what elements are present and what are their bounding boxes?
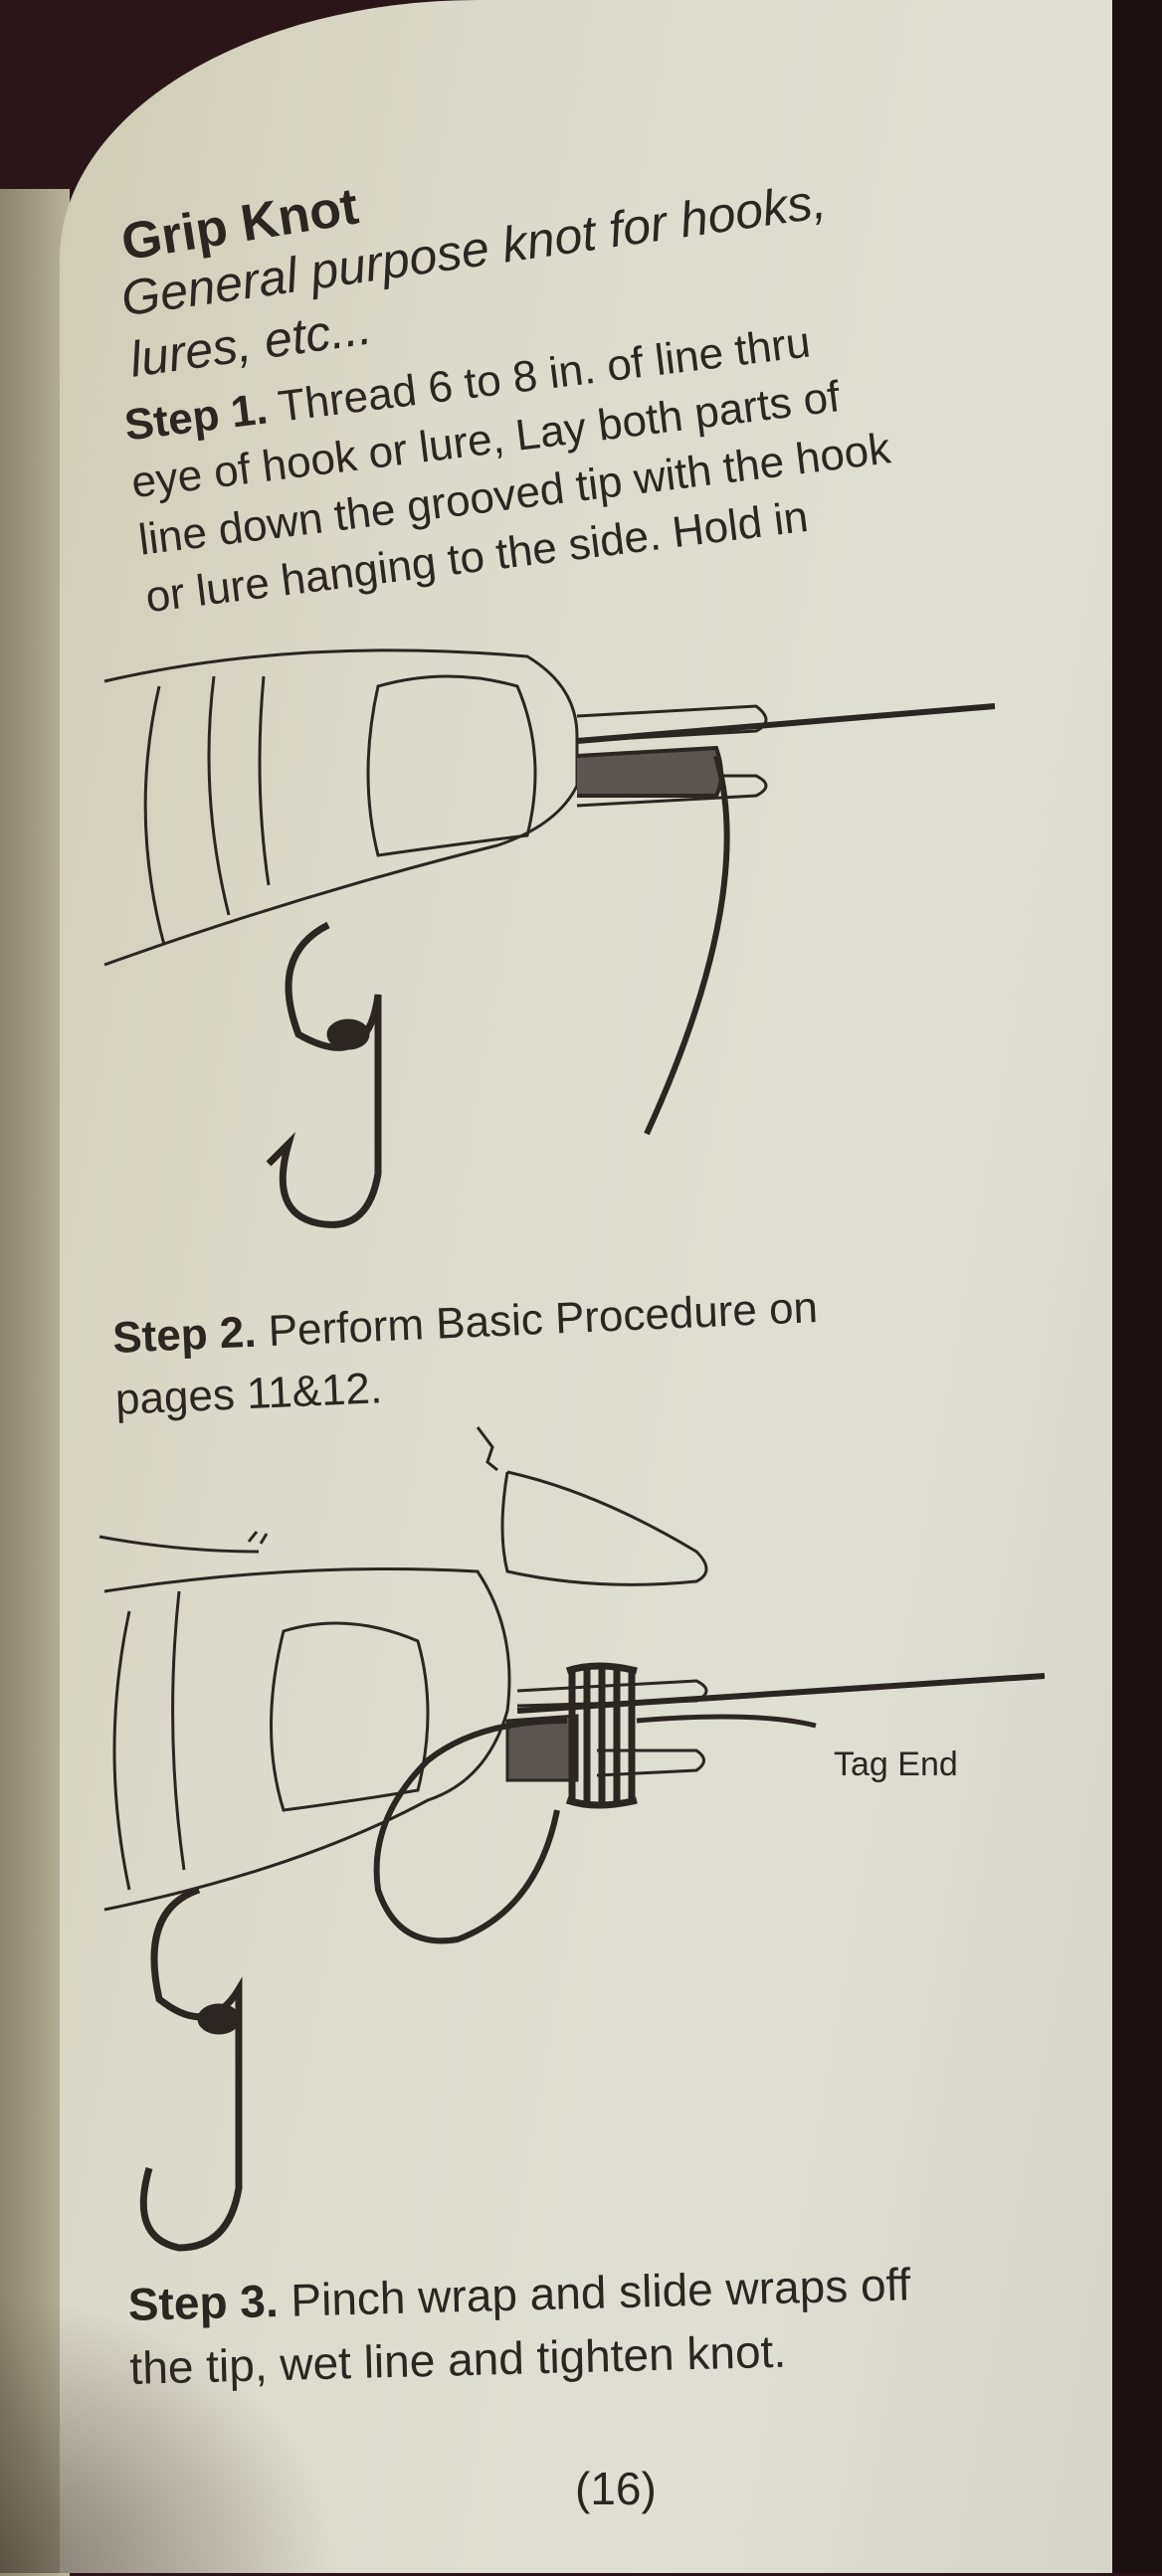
background-edge	[1112, 0, 1162, 2573]
line-wraps	[565, 1662, 638, 1809]
step-line: Pinch wrap and slide wraps off	[290, 2258, 911, 2326]
step-2-label: Step 2.	[111, 1307, 258, 1363]
page-number: (16)	[575, 2463, 657, 2514]
adjacent-page-edge	[0, 189, 70, 2576]
illustration-step-2	[98, 1426, 1046, 2252]
tag-end-label: Tag End	[834, 1746, 958, 1783]
illustration-step-1	[103, 648, 996, 1228]
photo-shadow	[0, 2295, 338, 2573]
